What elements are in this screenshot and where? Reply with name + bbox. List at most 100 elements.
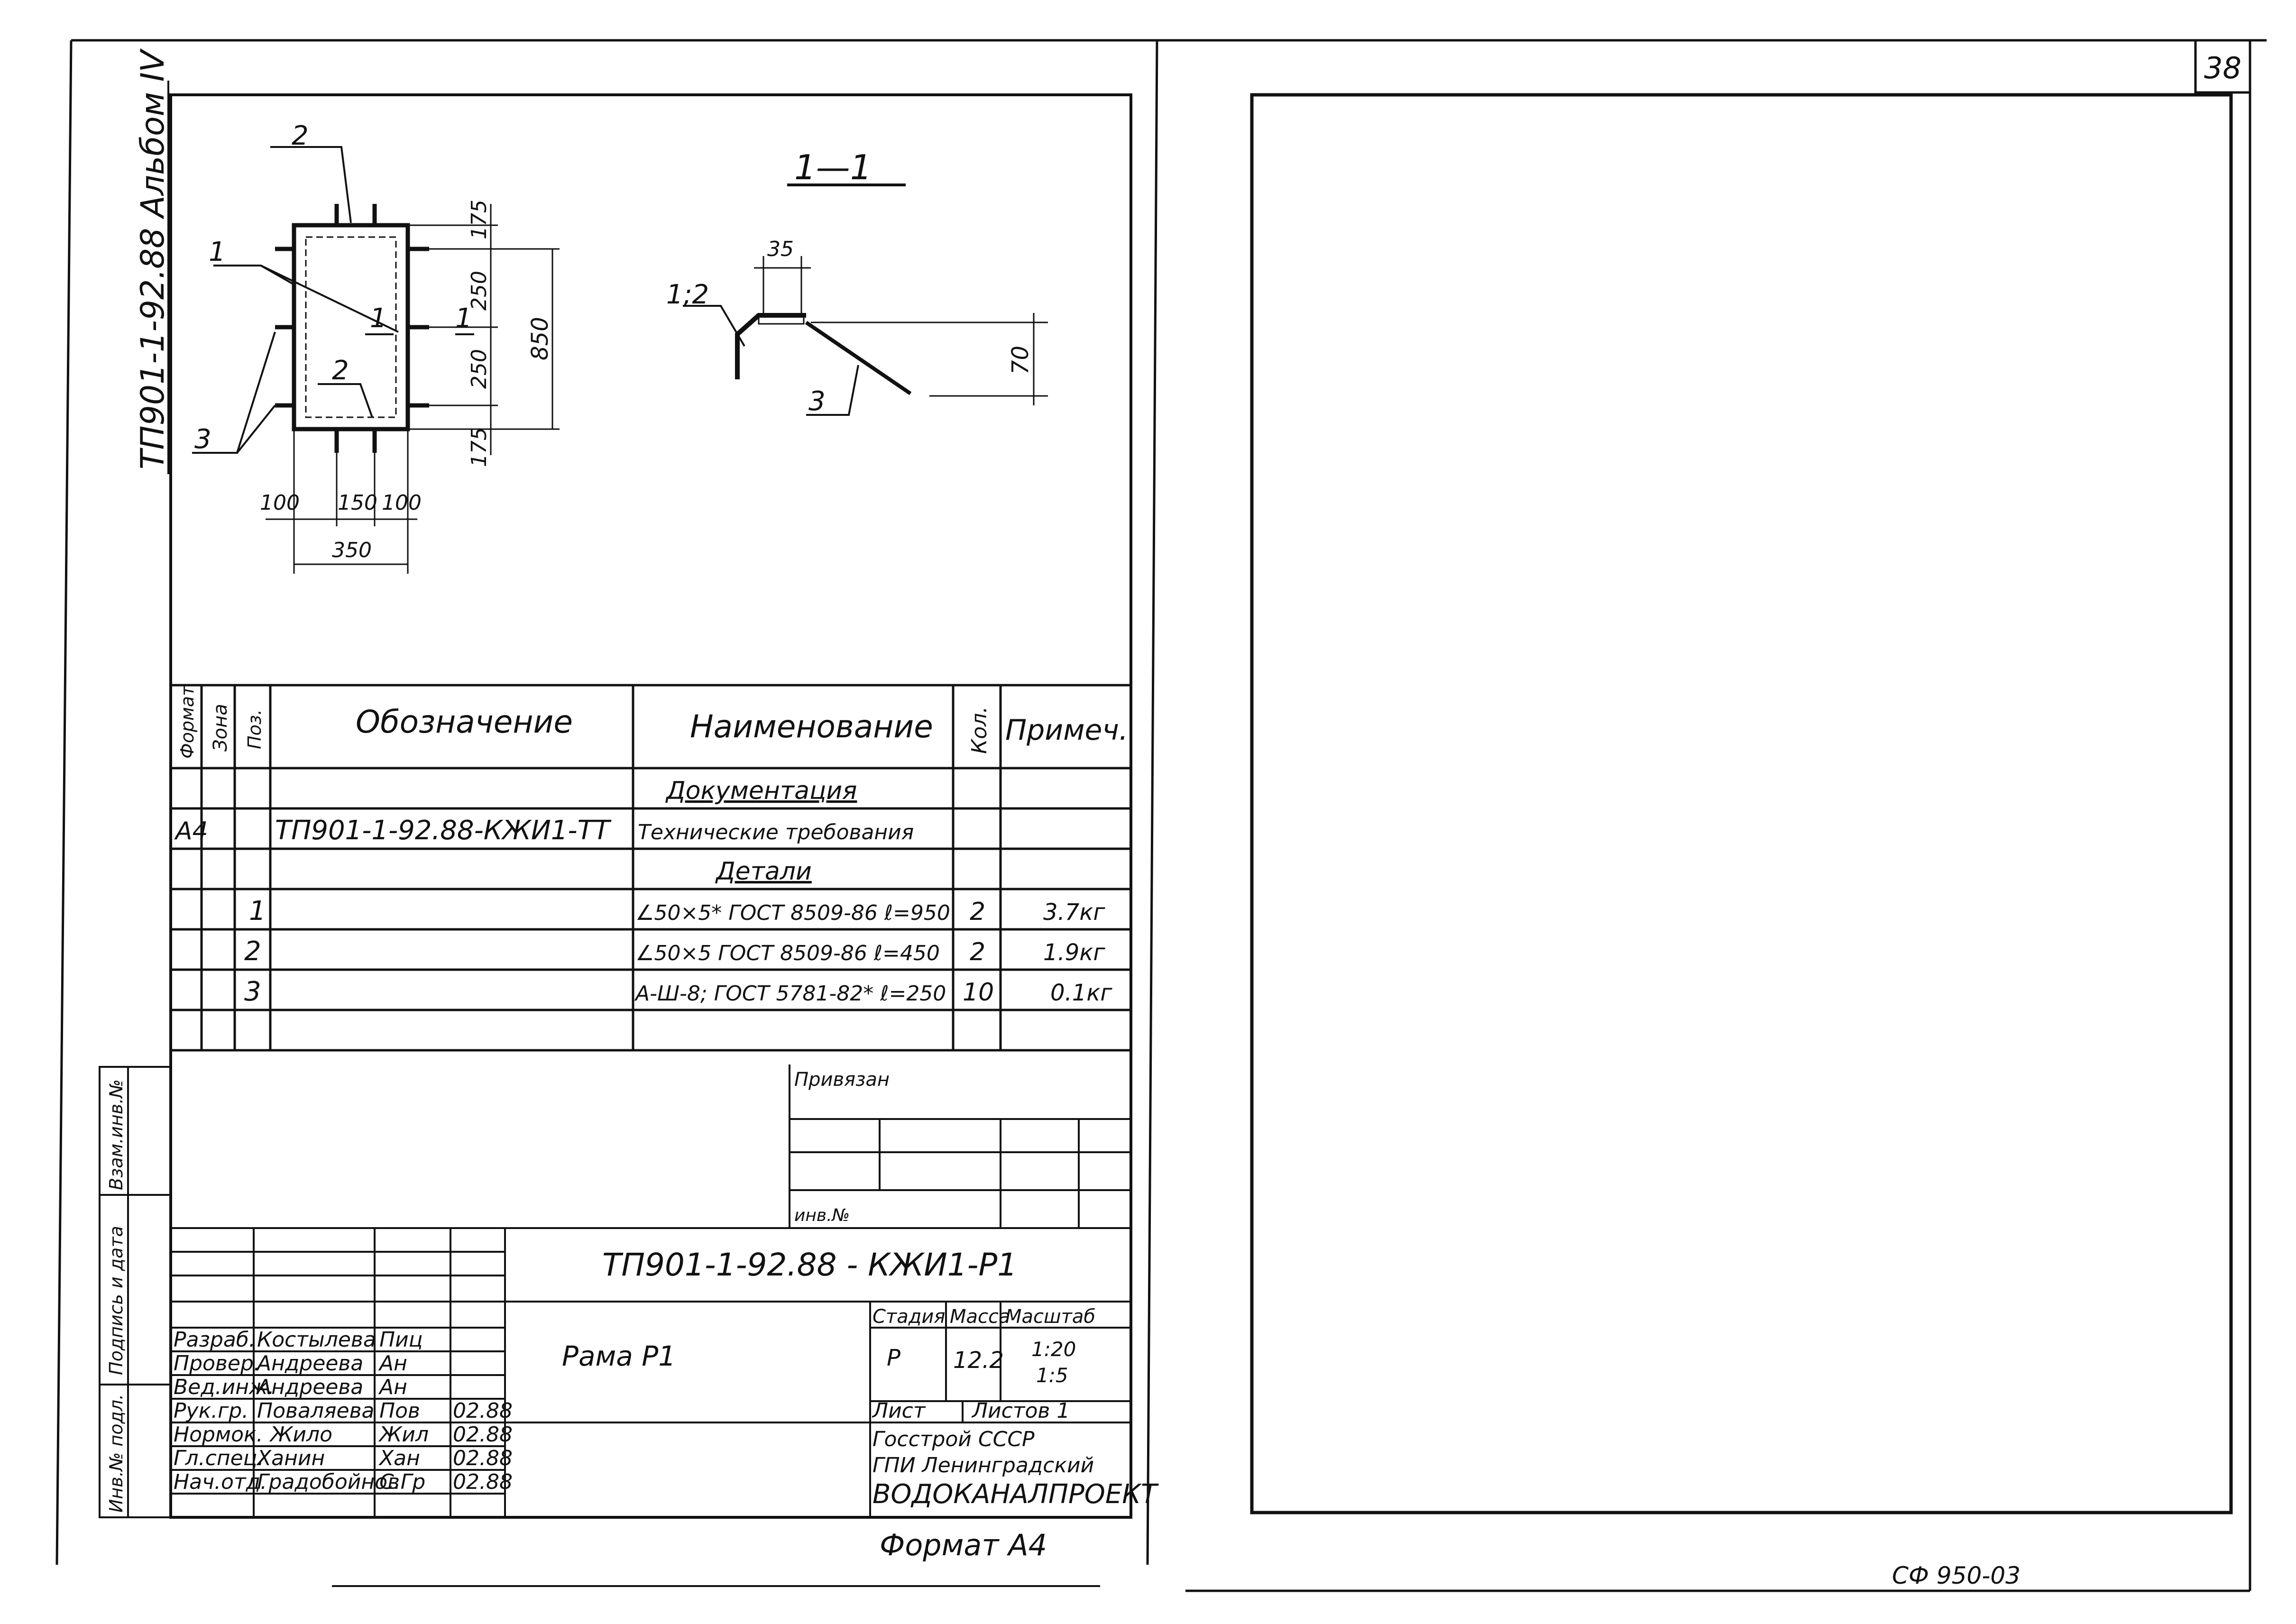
row-designation: ТП901-1-92.88-КЖИ1-ТТ (275, 815, 612, 846)
row-name: Документация (665, 777, 857, 805)
header-pos: Поз. (244, 709, 265, 749)
dim-250-a: 250 (467, 271, 491, 311)
section-view (683, 184, 1048, 416)
title-name: Рама Р1 (562, 1340, 676, 1372)
row-qty: 10 (963, 978, 994, 1007)
label-section-mark-left: 1 (370, 303, 387, 334)
row-name: ∠50×5* ГОСТ 8509-86 ℓ=950 (635, 901, 950, 925)
linked-block-grid (171, 1064, 1131, 1229)
label-section-mark-right: 1 (455, 303, 472, 334)
scale-value-1: 1:20 (1031, 1338, 1076, 1361)
title-code: ТП901-1-92.88 - КЖИ1-Р1 (602, 1247, 1017, 1283)
corner-code: СФ 950-03 (1892, 1562, 2020, 1589)
role-name: Костылева (257, 1328, 376, 1352)
role-signature: Хан (378, 1446, 420, 1470)
dim-250-b: 250 (467, 349, 491, 389)
dim-100-right: 100 (382, 491, 422, 515)
sheets-header: Листов 1 (971, 1399, 1070, 1423)
right-sheet-frame (1157, 39, 2267, 1592)
dim-175-top: 175 (467, 200, 491, 239)
row-name: А-Ш-8; ГОСТ 5781-82* ℓ=250 (634, 982, 946, 1006)
role-name: Андреева (256, 1351, 363, 1376)
dim-100-left: 100 (260, 491, 300, 515)
table-row: 2 ∠50×5 ГОСТ 8509-86 ℓ=450 2 1.9кг (244, 936, 1105, 967)
left-sheet-frame (55, 39, 1158, 1565)
dim-350: 350 (332, 538, 372, 562)
signature-row: Провер. Андреева Ан (174, 1351, 407, 1376)
row-pos: 2 (244, 936, 261, 967)
row-name: Детали (715, 857, 812, 886)
side-stamp-grid (99, 1066, 172, 1518)
table-row: 3 А-Ш-8; ГОСТ 5781-82* ℓ=250 10 0.1кг (244, 976, 1112, 1007)
role-signature: Жил (378, 1422, 429, 1447)
row-format: А4 (174, 817, 208, 845)
row-name: Технические требования (638, 820, 914, 844)
role-label: Нач.отд. (174, 1470, 267, 1494)
table-row: Документация (665, 777, 857, 805)
header-name: Наименование (690, 708, 933, 745)
label-pos2-top: 2 (292, 120, 309, 151)
table-row: Детали (715, 857, 812, 886)
role-signature: С.Гр (379, 1470, 425, 1494)
signature-row: Нач.отд. Градобойнов С.Гр 02.88 (174, 1470, 513, 1494)
row-qty: 2 (970, 898, 985, 926)
role-date: 02.88 (453, 1422, 513, 1447)
album-reference: ТП901-1-92.88 Альбом IV (134, 48, 172, 469)
role-date: 02.88 (453, 1446, 513, 1470)
header-zone: Зона (210, 704, 231, 752)
label-pos2-bottom: 2 (332, 355, 349, 386)
header-designation: Обозначение (356, 704, 573, 740)
frame-plan-view (192, 146, 560, 574)
role-signature: Ан (378, 1351, 407, 1376)
row-pos: 3 (244, 976, 261, 1007)
label-section-pos3: 3 (808, 386, 826, 417)
dim-150: 150 (338, 491, 377, 515)
dim-35: 35 (767, 237, 794, 261)
role-date: 02.88 (453, 1470, 513, 1494)
page-number: 38 (2204, 51, 2241, 85)
role-name: Градобойнов (257, 1470, 400, 1494)
header-qty: Кол. (967, 706, 992, 754)
signature-row: Нормок. Жило Жил 02.88 (174, 1422, 513, 1447)
dim-175-bottom: 175 (467, 427, 491, 467)
role-date: 02.88 (453, 1399, 513, 1423)
stage-header: Стадия (872, 1306, 945, 1328)
table-row: А4 ТП901-1-92.88-КЖИ1-ТТ Технические тре… (174, 815, 914, 846)
role-label: Гл.спец. (174, 1446, 264, 1470)
spec-table-grid (171, 684, 1131, 1052)
table-row: 1 ∠50×5* ГОСТ 8509-86 ℓ=950 2 3.7кг (249, 896, 1105, 927)
mass-value: 12.2 (953, 1347, 1004, 1374)
scale-header: Масштаб (1005, 1306, 1095, 1328)
label-section-pos12: 1;2 (666, 279, 709, 310)
role-signature: Пов (379, 1399, 420, 1423)
label-pos1: 1 (209, 237, 226, 267)
role-name: Поваляева (257, 1399, 374, 1423)
mass-header: Масса (950, 1306, 1010, 1328)
row-note: 0.1кг (1050, 980, 1112, 1006)
row-note: 3.7кг (1043, 899, 1105, 926)
role-signature: Ан (378, 1375, 407, 1399)
signature-row: Рук.гр. Поваляева Пов 02.88 (174, 1399, 513, 1423)
dim-850: 850 (527, 317, 553, 360)
side-stamp-inv-orig: Инв.№ подл. (106, 1394, 127, 1513)
role-name: Андреева (256, 1375, 363, 1399)
side-stamp-sign-date: Подпись и дата (106, 1226, 127, 1375)
row-name: ∠50×5 ГОСТ 8509-86 ℓ=450 (635, 941, 940, 965)
org-line-2: ГПИ Ленинградский (872, 1453, 1094, 1477)
role-label: Разраб. (174, 1328, 256, 1352)
role-name: Жило (269, 1422, 332, 1447)
role-label: Провер. (174, 1351, 260, 1376)
scale-value-2: 1:5 (1036, 1364, 1068, 1387)
org-line-3: ВОДОКАНАЛПРОЕКТ (872, 1479, 1159, 1510)
linked-inv: инв.№ (794, 1206, 850, 1225)
header-format: Формат (177, 685, 198, 759)
section-title: 1—1 (794, 147, 872, 187)
role-label: Рук.гр. (174, 1399, 248, 1423)
dim-70: 70 (1007, 346, 1034, 375)
stage-value: Р (887, 1345, 900, 1371)
role-signature: Пиц (379, 1328, 423, 1352)
linked-title: Привязан (794, 1069, 890, 1091)
org-line-1: Госстрой СССР (872, 1427, 1035, 1451)
row-pos: 1 (249, 896, 266, 927)
